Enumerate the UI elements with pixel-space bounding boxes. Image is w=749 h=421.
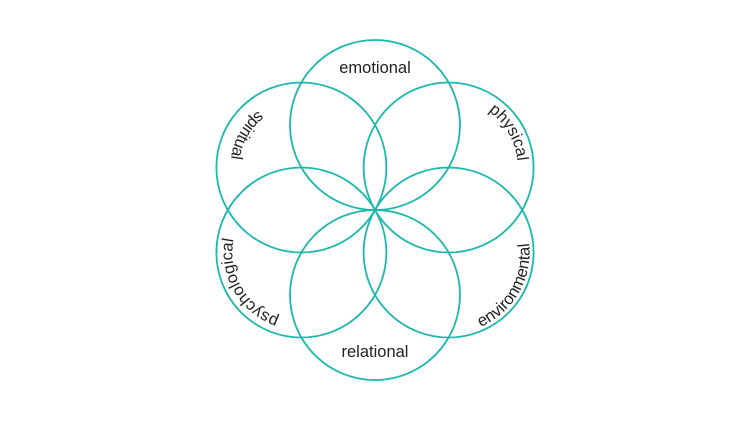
petal-label-relational: relational — [342, 343, 409, 361]
petal-label-emotional: emotional — [339, 59, 411, 77]
petal-circle-psychological — [215, 166, 388, 339]
petal-label-psychological: psychological — [218, 237, 280, 331]
petal-circle-spiritual — [215, 81, 388, 254]
circles-group — [215, 39, 535, 381]
